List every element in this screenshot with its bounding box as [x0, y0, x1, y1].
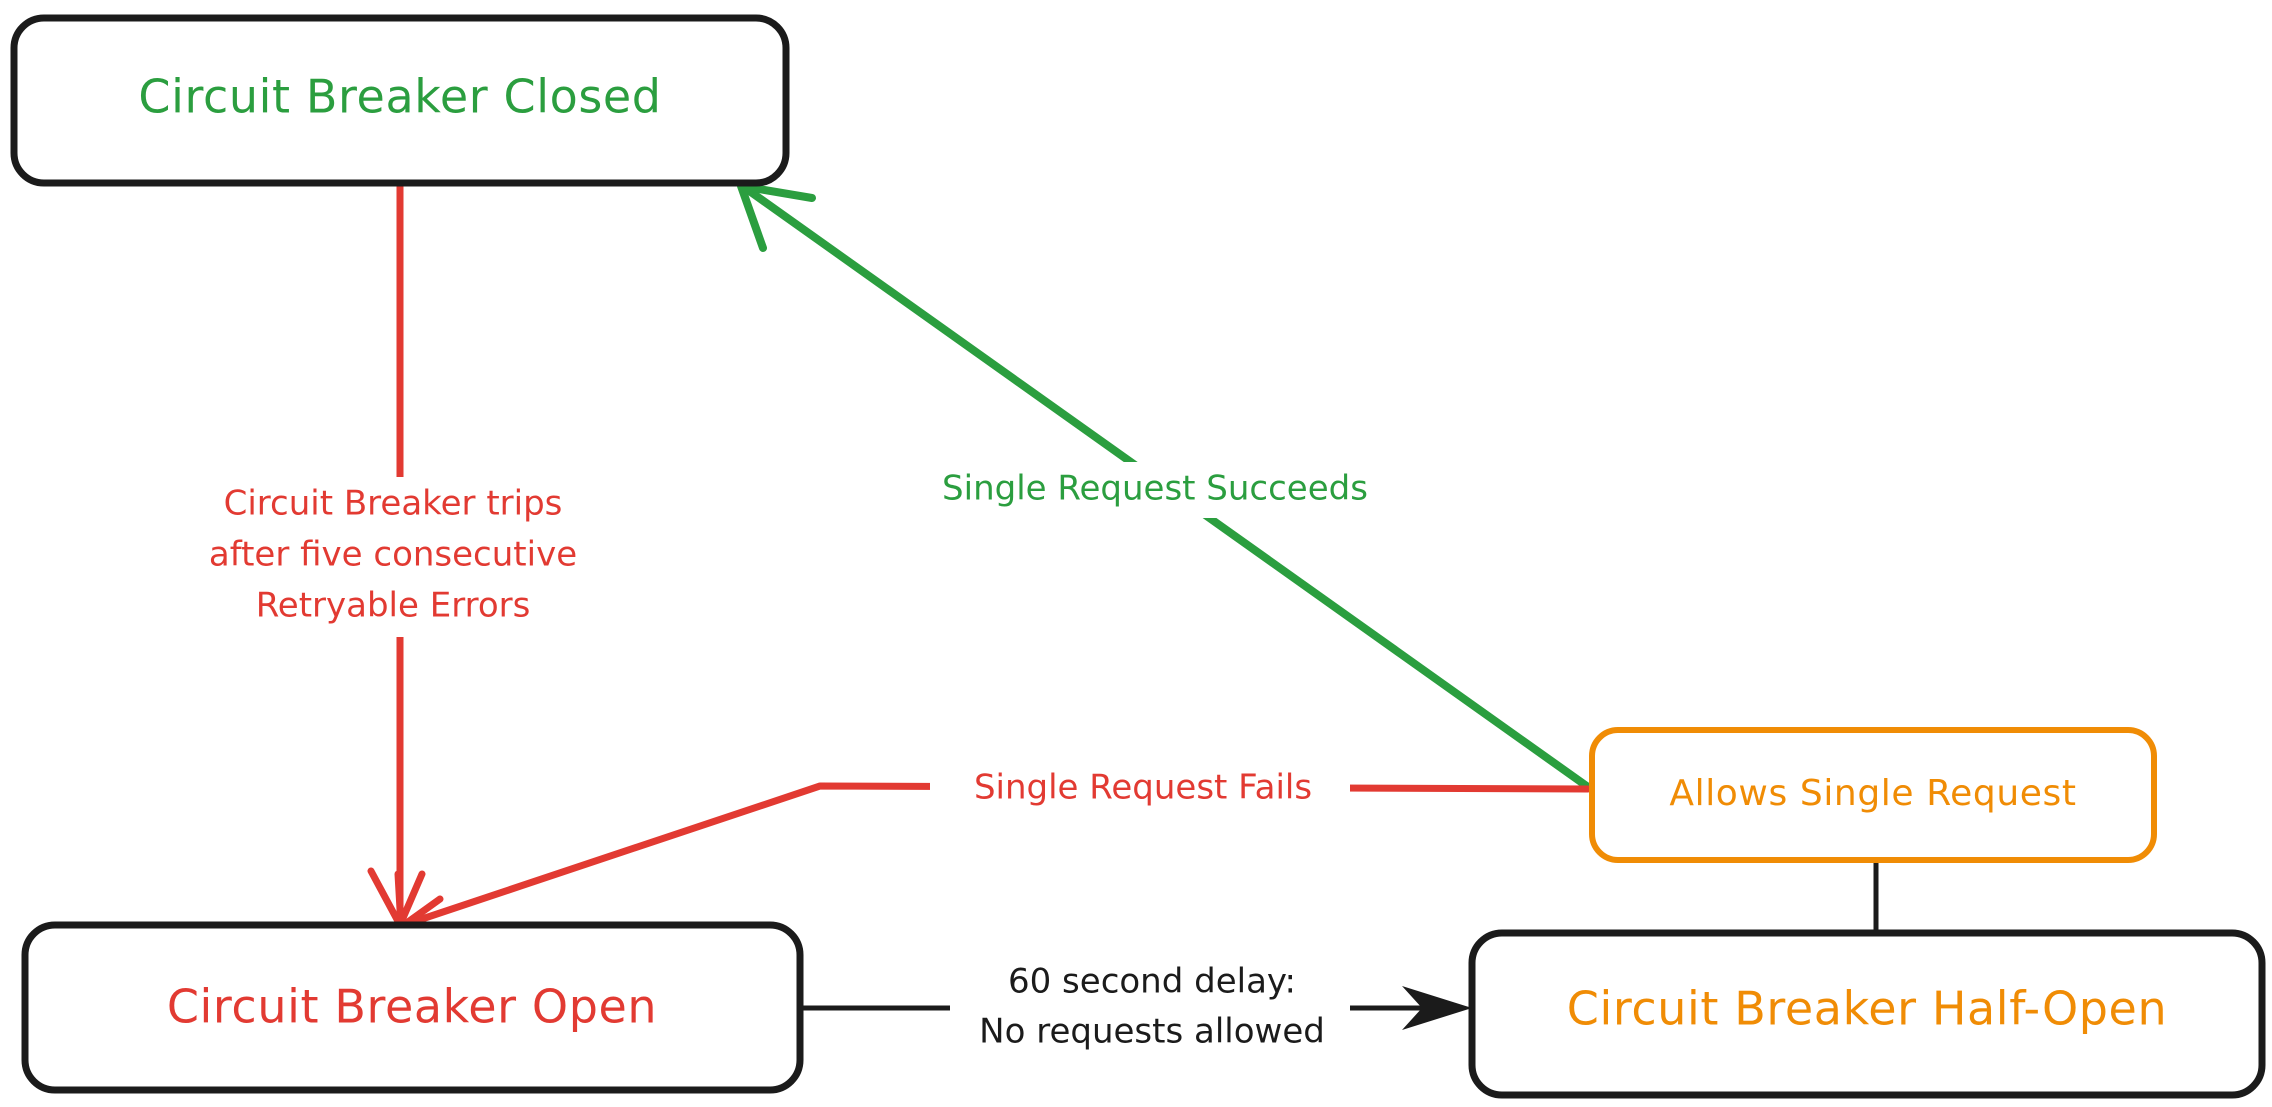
node-label-half-open: Circuit Breaker Half-Open — [1567, 982, 2167, 1036]
edge-label-allows-to-closed: Single Request Succeeds — [910, 462, 1400, 518]
node-allows-single-request[interactable]: Allows Single Request — [1589, 727, 2157, 863]
edge-label-open-to-half-open: 60 second delay: No requests allowed — [950, 955, 1350, 1065]
edge-label-delay-line-2: No requests allowed — [979, 1012, 1325, 1052]
node-circuit-breaker-open[interactable]: Circuit Breaker Open — [21, 921, 804, 1094]
edge-label-line-1: Circuit Breaker trips — [224, 484, 563, 524]
edge-label-line-2: after five consecutive — [209, 535, 577, 575]
edge-label-closed-to-open: Circuit Breaker trips after five consecu… — [178, 477, 608, 637]
edge-label-single-request-succeeds: Single Request Succeeds — [942, 469, 1368, 509]
node-label-open: Circuit Breaker Open — [167, 980, 657, 1034]
edge-label-single-request-fails: Single Request Fails — [974, 768, 1312, 808]
edge-label-delay-line-1: 60 second delay: — [1008, 962, 1296, 1002]
node-label-allows-single-request: Allows Single Request — [1669, 773, 2076, 814]
node-circuit-breaker-half-open[interactable]: Circuit Breaker Half-Open — [1468, 929, 2266, 1099]
edge-label-allows-to-open: Single Request Fails — [930, 763, 1350, 815]
node-label-closed: Circuit Breaker Closed — [138, 70, 661, 124]
edge-label-line-3: Retryable Errors — [256, 586, 531, 626]
edge-open-to-half-open — [797, 986, 1472, 1030]
node-circuit-breaker-closed[interactable]: Circuit Breaker Closed — [10, 14, 790, 187]
